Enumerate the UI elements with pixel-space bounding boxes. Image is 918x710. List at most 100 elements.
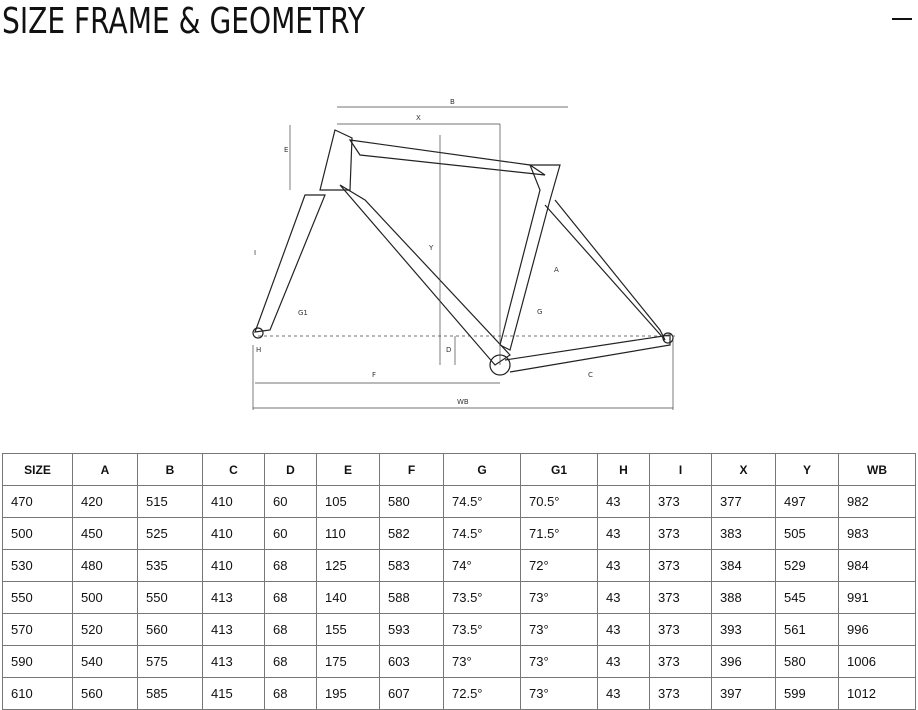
seat-stay: [544, 199, 666, 341]
table-cell: 410: [202, 485, 265, 518]
table-cell: 43: [597, 677, 650, 710]
column-header: G1: [520, 453, 598, 486]
table-cell: 43: [597, 613, 650, 646]
table-cell: 984: [838, 549, 916, 582]
table-cell: 105: [316, 485, 380, 518]
table-cell: 415: [202, 677, 265, 710]
table-cell: 413: [202, 645, 265, 678]
front-dropout: [252, 327, 264, 339]
column-header: G: [443, 453, 521, 486]
table-cell: 74.5°: [443, 485, 521, 518]
label-i: I: [254, 249, 256, 257]
table-cell: 393: [711, 613, 776, 646]
fork: [254, 194, 326, 333]
table-cell: 599: [775, 677, 839, 710]
table-cell: 68: [264, 613, 317, 646]
table-cell: 470: [2, 485, 73, 518]
chain-stay: [504, 334, 671, 373]
table-cell: 983: [838, 517, 916, 550]
table-cell: 520: [72, 613, 138, 646]
table-cell: 413: [202, 613, 265, 646]
column-header: E: [316, 453, 380, 486]
head-tube: [319, 129, 353, 191]
column-header: X: [711, 453, 776, 486]
table-cell: 373: [649, 517, 712, 550]
table-cell: 43: [597, 549, 650, 582]
table-cell: 610: [2, 677, 73, 710]
table-cell: 73°: [520, 645, 598, 678]
table-cell: 373: [649, 581, 712, 614]
table-cell: 397: [711, 677, 776, 710]
label-b: B: [450, 98, 455, 106]
table-cell: 550: [2, 581, 73, 614]
table-cell: 43: [597, 645, 650, 678]
table-cell: 43: [597, 485, 650, 518]
table-cell: 450: [72, 517, 138, 550]
table-cell: 497: [775, 485, 839, 518]
table-cell: 73°: [443, 645, 521, 678]
table-cell: 575: [137, 645, 203, 678]
table-cell: 140: [316, 581, 380, 614]
table-cell: 515: [137, 485, 203, 518]
table-cell: 588: [379, 581, 444, 614]
table-cell: 73°: [520, 677, 598, 710]
table-cell: 373: [649, 549, 712, 582]
table-cell: 535: [137, 549, 203, 582]
page-title: SIZE FRAME & GEOMETRY: [2, 1, 366, 42]
label-y: Y: [428, 244, 434, 252]
table-cell: 583: [379, 549, 444, 582]
frame-geometry-diagram: B X E Y I G1 A G H D F C WB: [252, 98, 675, 410]
table-cell: 580: [775, 645, 839, 678]
table-cell: 175: [316, 645, 380, 678]
table-cell: 43: [597, 517, 650, 550]
table-cell: 982: [838, 485, 916, 518]
down-tube: [339, 184, 511, 366]
table-cell: 68: [264, 581, 317, 614]
column-header: Y: [775, 453, 839, 486]
table-cell: 1006: [838, 645, 916, 678]
table-cell: 500: [2, 517, 73, 550]
table-cell: 73°: [520, 613, 598, 646]
table-cell: 580: [379, 485, 444, 518]
table-cell: 1012: [838, 677, 916, 710]
seat-tube: [499, 164, 561, 351]
column-header: D: [264, 453, 317, 486]
table-cell: 70.5°: [520, 485, 598, 518]
table-cell: 500: [72, 581, 138, 614]
column-header: A: [72, 453, 138, 486]
table-cell: 377: [711, 485, 776, 518]
label-g: G: [537, 308, 542, 316]
collapse-button[interactable]: [892, 18, 912, 20]
table-cell: 73.5°: [443, 581, 521, 614]
column-header: H: [597, 453, 650, 486]
table-cell: 68: [264, 677, 317, 710]
label-x: X: [416, 114, 421, 122]
table-cell: 529: [775, 549, 839, 582]
table-cell: 530: [2, 549, 73, 582]
label-f: F: [372, 371, 376, 379]
column-header: C: [202, 453, 265, 486]
top-tube: [348, 139, 546, 176]
table-cell: 373: [649, 485, 712, 518]
table-cell: 607: [379, 677, 444, 710]
table-cell: 505: [775, 517, 839, 550]
table-cell: 561: [775, 613, 839, 646]
table-cell: 585: [137, 677, 203, 710]
table-cell: 410: [202, 549, 265, 582]
table-cell: 413: [202, 581, 265, 614]
label-e: E: [284, 146, 288, 154]
table-cell: 570: [2, 613, 73, 646]
table-cell: 68: [264, 645, 317, 678]
table-cell: 72.5°: [443, 677, 521, 710]
table-cell: 373: [649, 645, 712, 678]
table-cell: 582: [379, 517, 444, 550]
table-cell: 560: [72, 677, 138, 710]
label-c: C: [588, 371, 593, 379]
table-cell: 383: [711, 517, 776, 550]
table-cell: 388: [711, 581, 776, 614]
